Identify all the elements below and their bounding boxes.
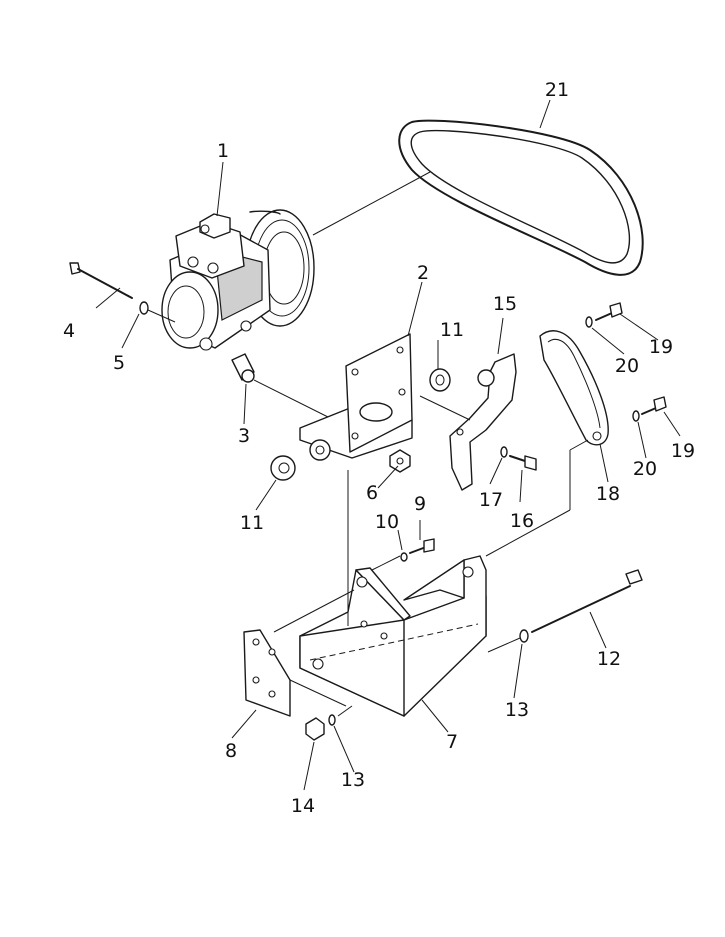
spacer-axis-line	[253, 379, 331, 419]
adjusting-plate	[449, 353, 517, 491]
bracket-nut	[389, 449, 411, 473]
callout-18: 18	[596, 483, 620, 505]
callout-10: 10	[375, 511, 399, 533]
callout-19-upper: 19	[649, 336, 673, 358]
callout-11-upper: 11	[440, 319, 464, 341]
plate-axis-line	[419, 395, 471, 421]
callout-21: 21	[545, 79, 569, 101]
rubber-mount-upper	[429, 368, 451, 392]
callout-17: 17	[479, 489, 503, 511]
callout-13-lower: 13	[341, 769, 365, 791]
slotted-adjuster	[539, 330, 609, 446]
callout-20-lower: 20	[633, 458, 657, 480]
callout-9: 9	[414, 493, 426, 515]
shim-plate	[243, 629, 291, 717]
callout-4: 4	[63, 320, 75, 342]
bolt-axis-line	[147, 309, 176, 323]
callout-7: 7	[446, 731, 458, 753]
callout-20-upper: 20	[615, 355, 639, 377]
callout-15: 15	[493, 293, 517, 315]
callout-12: 12	[597, 648, 621, 670]
leader-lines	[95, 99, 681, 791]
lower-nut-washer	[328, 714, 336, 726]
callout-13-right: 13	[505, 699, 529, 721]
plate-washer	[500, 446, 508, 458]
lower-nut	[305, 717, 325, 741]
callout-6: 6	[366, 482, 378, 504]
callout-14: 14	[291, 795, 315, 817]
callout-16: 16	[510, 510, 534, 532]
compressor-bracket	[299, 333, 413, 461]
spacer	[231, 353, 255, 383]
plate-bolt	[509, 455, 537, 471]
lower-bolt	[641, 396, 667, 415]
callout-5: 5	[113, 352, 125, 374]
base-washer	[400, 552, 408, 562]
callout-19-lower: 19	[671, 440, 695, 462]
long-bolt-left	[69, 262, 133, 299]
belt-leader	[312, 171, 431, 236]
long-bolt-washer	[519, 629, 529, 643]
base-bolt	[409, 538, 435, 554]
compressor	[161, 209, 315, 351]
callout-8: 8	[225, 740, 237, 762]
callout-1: 1	[217, 140, 229, 162]
callout-3: 3	[238, 425, 250, 447]
lower-washer	[632, 410, 640, 422]
upper-washer	[585, 316, 593, 328]
washer-left	[139, 301, 149, 315]
rubber-mount-lower	[270, 455, 296, 481]
upper-bolt	[595, 302, 623, 321]
main-bracket	[299, 555, 487, 717]
long-bolt	[531, 569, 643, 633]
v-belt	[398, 119, 644, 276]
callout-11-lower: 11	[240, 512, 264, 534]
callout-2: 2	[417, 262, 429, 284]
callout-numbers: 1 2 3 4 5 6 7 8 9 10 11 11 12 13 13 14 1…	[63, 79, 695, 817]
